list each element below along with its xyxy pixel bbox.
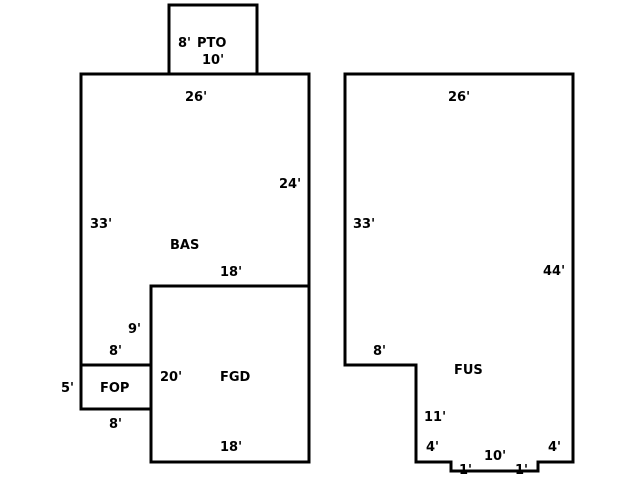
- area-fgd[interactable]: 20' FGD 18': [149, 284, 311, 464]
- pto-label: PTO: [197, 36, 226, 51]
- bas-left-dim: 33': [90, 217, 112, 232]
- fus-step-dim: 8': [373, 344, 386, 359]
- pto-side-dim: 8': [178, 36, 191, 51]
- area-fop[interactable]: 5' FOP 8': [61, 363, 153, 432]
- area-bas[interactable]: 26' 24' 33' BAS 18' 9' 8': [79, 72, 311, 367]
- fus-lower-left-dim: 11': [424, 410, 446, 425]
- bas-label: BAS: [170, 238, 199, 253]
- bas-outline: [79, 72, 311, 367]
- bas-step-dim: 8': [109, 344, 122, 359]
- fus-corner-left-dim: 4': [426, 440, 439, 455]
- bas-inner-dim: 18': [220, 265, 242, 280]
- pto-outline: [167, 3, 259, 76]
- fop-bottom-dim: 8': [109, 417, 122, 432]
- fus-label: FUS: [454, 363, 483, 378]
- bas-right-dim: 24': [279, 177, 301, 192]
- fus-notch-left-dim: 1': [459, 463, 472, 478]
- fus-corner-right-dim: 4': [548, 440, 561, 455]
- fus-bottom-dim: 10': [484, 449, 506, 464]
- fgd-label: FGD: [220, 370, 251, 385]
- fus-outline: [343, 72, 575, 473]
- pto-top-dim: 10': [202, 53, 224, 68]
- fus-top-dim: 26': [448, 90, 470, 105]
- fus-right-dim: 44': [543, 264, 565, 279]
- fgd-outline: [149, 284, 311, 464]
- fus-left-dim: 33': [353, 217, 375, 232]
- fop-label: FOP: [100, 381, 129, 396]
- fop-left-dim: 5': [61, 381, 74, 396]
- area-fus[interactable]: 26' 33' 44' 8' FUS 11' 4' 4' 10' 1' 1': [343, 72, 575, 478]
- bas-lower-left-dim: 9': [128, 322, 141, 337]
- bas-top-dim: 26': [185, 90, 207, 105]
- fgd-left-dim: 20': [160, 370, 182, 385]
- area-pto[interactable]: 8' PTO 10': [167, 3, 259, 76]
- fgd-bottom-dim: 18': [220, 440, 242, 455]
- fus-notch-right-dim: 1': [515, 463, 528, 478]
